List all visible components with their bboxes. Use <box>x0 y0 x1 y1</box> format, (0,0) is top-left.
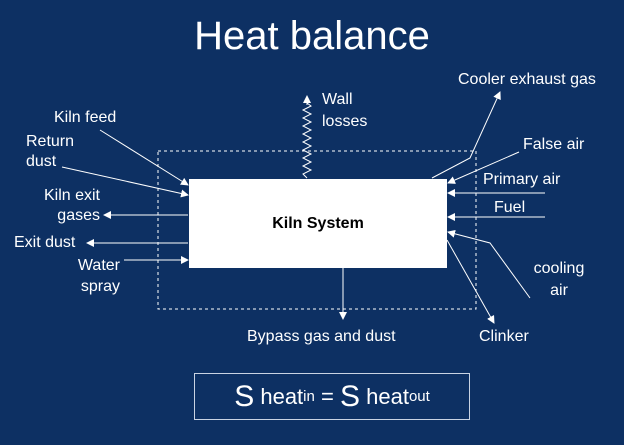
sum-symbol-in: S <box>234 379 255 413</box>
label-return-dust-line2: dust <box>26 153 57 170</box>
label-false-air: False air <box>523 136 585 153</box>
heat-in-subscript: in <box>303 388 315 405</box>
label-return-dust-line1: Return <box>26 133 75 150</box>
heat-out-word: heat <box>366 383 409 409</box>
label-water-spray-line2: spray <box>80 278 120 295</box>
return-dust-arrow <box>61 166 189 198</box>
wall-losses-zigzag <box>301 102 313 179</box>
cooler-exhaust-arrow <box>431 91 501 179</box>
sum-symbol-out: S <box>339 379 360 413</box>
heat-out-subscript: out <box>408 388 430 405</box>
label-water-spray-line1: Water <box>77 257 120 274</box>
label-bypass: Bypass gas and dust <box>247 328 396 345</box>
label-exit-dust: Exit dust <box>14 234 76 251</box>
label-fuel: Fuel <box>494 199 526 216</box>
false-air-arrow <box>447 151 520 184</box>
label-cooler-exhaust: Cooler exhaust gas <box>458 71 596 88</box>
system-boundary <box>157 150 477 310</box>
label-clinker: Clinker <box>479 328 529 345</box>
label-cooling-air-line1: cooling <box>533 260 585 277</box>
label-cooling-air-line2: air <box>550 282 568 299</box>
label-kiln-feed: Kiln feed <box>54 109 117 126</box>
equals-sign: = <box>320 383 334 409</box>
kiln-feed-arrow <box>99 129 189 186</box>
label-wall-losses-line2: losses <box>322 113 368 130</box>
cooling-air-arrow <box>447 229 531 299</box>
kiln-system-label: Kiln System <box>272 214 364 232</box>
label-primary-air: Primary air <box>483 171 561 188</box>
label-kiln-exit-line2: gases <box>57 207 100 224</box>
kiln-system-box: Kiln System <box>189 179 447 268</box>
clinker-arrow <box>446 239 495 324</box>
heat-in-word: heat <box>260 383 304 409</box>
label-kiln-exit-line1: Kiln exit <box>43 187 100 204</box>
label-wall-losses-line1: Wall <box>322 91 353 108</box>
page-title: Heat balance <box>194 14 430 58</box>
